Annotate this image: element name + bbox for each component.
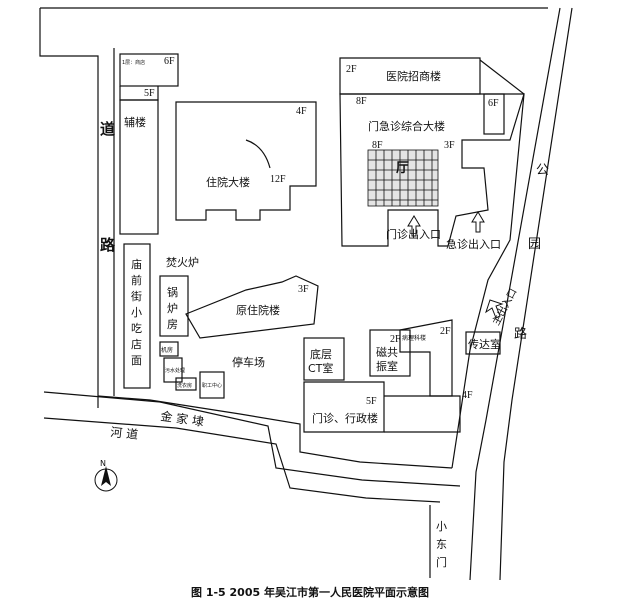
floor-old-inpatient-3f: 3F [298,284,309,295]
label-old-inpatient: 原住院楼 [236,303,280,317]
figure-caption: 图 1-5 2005 年吴江市第一人民医院平面示意图 [191,586,429,599]
label-sewage: 污水处理 [165,367,185,374]
floor-admin-4f: 4F [462,390,473,401]
label-outpatient-exit: 门诊出入口 [386,227,441,241]
floor-mri-2f: 2F [390,334,401,345]
floor-complex-6f: 6F [488,98,499,109]
label-emergency-exit: 急诊出入口 [446,237,501,251]
floor-shop-6f: 6F [164,56,175,67]
label-reception: 传达室 [468,337,501,351]
label-boiler-3: 房 [167,318,178,331]
label-parking: 停车场 [232,355,265,369]
road-he-dao: 河 道 [110,425,139,442]
east-road-edge-outer [469,7,561,580]
gate-xiao: 小 [436,520,447,533]
staff-center-block [199,371,225,399]
street-shops-building [123,243,151,389]
label-hall: 厅 [396,161,409,176]
emergency-complex-building [339,93,525,247]
floor-complex-3f: 3F [444,140,455,151]
label-street-7: 面 [131,354,142,367]
canal-edge [43,417,441,503]
boiler-house [159,275,189,337]
road-gong: 公 [536,163,549,178]
south-road-edge-lower [43,391,461,487]
machine-room [159,341,179,357]
label-machine-room: 机房 [161,346,173,354]
floor-inpatient-12f: 12F [270,174,286,185]
gate-dong: 东 [436,538,447,551]
inpatient-building [175,101,317,221]
entrance-arrows [407,211,504,319]
road-lu-1: 路 [100,236,116,254]
label-mri-2: 振室 [376,359,398,373]
floor-pathology-2f: 2F [440,326,451,337]
hospital-site-map: 道 路 公 园 路 金 家 埭 河 道 小 东 门 辅楼 庙 前 街 小 吃 店… [39,7,573,580]
old-inpatient-building [185,275,319,339]
label-boiler-2: 炉 [167,302,178,315]
east-road-edge-inner [499,7,573,580]
ct-building [303,337,345,381]
label-pathology: 病理科楼 [402,334,426,342]
label-street-4: 小 [131,306,142,319]
south-road-edge-upper [97,395,453,469]
floor-complex-8f: 8F [356,96,367,107]
fu-lou-step [119,86,159,101]
label-street-6: 店 [131,337,142,351]
label-staff-center: 职工中心 [202,382,222,389]
floor-inpatient-4f: 4F [296,106,307,117]
label-laundry: 洗衣房 [177,382,192,389]
shop-note: 1层：商店 [122,59,145,66]
laundry-block [175,377,197,391]
label-ct-2: CT室 [308,361,333,375]
label-incinerator: 焚火炉 [166,256,199,269]
label-street-3: 街 [131,289,142,303]
floor-admin-5f: 5F [366,396,377,407]
label-recruit: 医院招商楼 [386,69,441,83]
label-street-5: 吃 [131,322,142,335]
compass-letter: N [100,459,106,468]
floor-recruit-2f: 2F [346,64,357,75]
label-boiler-1: 锅 [167,286,178,299]
road-dao-1: 道 [100,120,115,138]
label-outpatient-admin: 门诊、行政楼 [312,411,378,425]
label-mri-1: 磁共 [376,346,398,359]
gate-men: 门 [436,555,447,569]
compass-icon [94,466,118,492]
label-emergency-complex: 门急诊综合大楼 [368,119,445,133]
mri-building [369,329,411,377]
floor-fu-lou-5f: 5F [144,88,155,99]
label-ct-1: 底层 [310,347,332,361]
label-fu-lou: 辅楼 [124,115,146,129]
complex-east-wing [483,93,505,135]
admin-annex [384,395,461,433]
label-street-1: 庙 [131,257,142,271]
sewage-block [163,357,183,383]
hall-grid [367,149,439,207]
east-site-edge [451,59,525,469]
road-lu-2: 路 [514,326,527,342]
floor-complex-8f-low: 8F [372,140,383,151]
label-street-2: 前 [131,273,142,287]
road-jin-jia-dai: 金 家 埭 [160,408,205,429]
reception-building [465,331,501,355]
label-inpatient: 住院大楼 [206,175,250,189]
west-road-edge-outer [39,8,99,408]
road-yuan: 园 [528,237,541,252]
pathology-building [399,319,453,397]
shop-building [119,53,179,87]
